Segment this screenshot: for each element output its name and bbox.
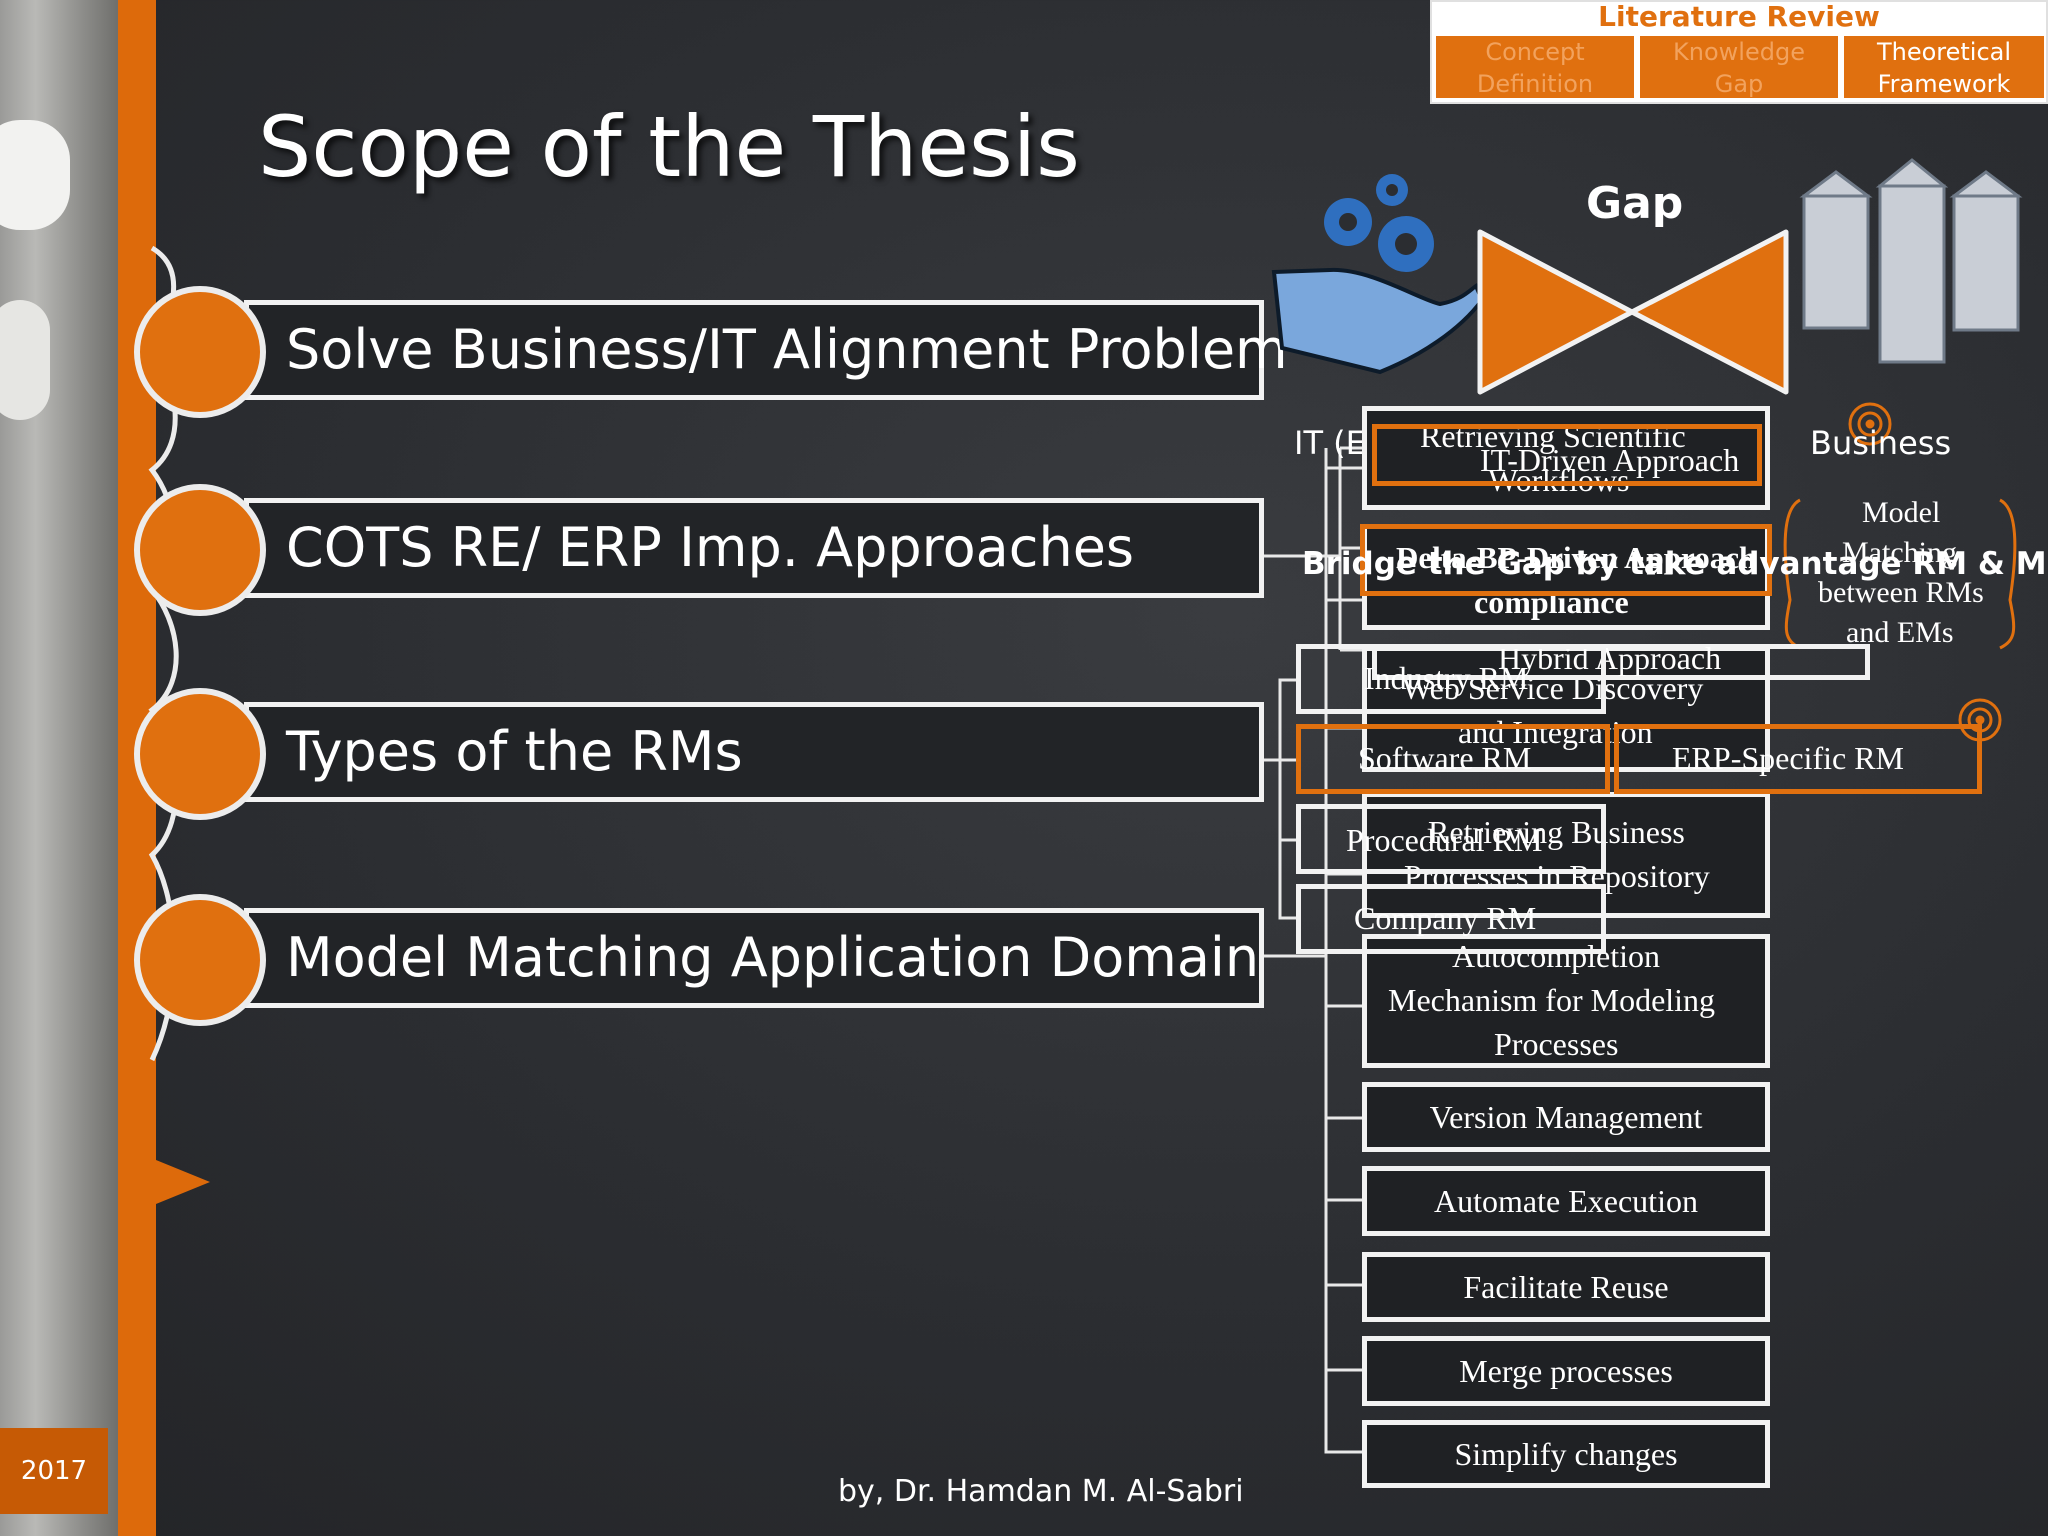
approach-label-delta: Delta-BP-Driven Approach	[1396, 540, 1757, 575]
rm-label-company: Company RM	[1354, 900, 1537, 936]
gap-label: Gap	[1586, 178, 1684, 229]
tab-label-line: Concept	[1485, 38, 1585, 66]
rm-box-procedural	[1296, 804, 1606, 874]
model-matching-text: Model	[1862, 496, 1941, 529]
domain-text: compliance	[1474, 584, 1629, 620]
rm-label-erp-specific: ERP-Specific RM	[1672, 740, 1904, 776]
gap-bowtie-icon	[1477, 229, 1789, 395]
scope-item-bullet	[134, 286, 266, 418]
domain-text: Mechanism for Modeling	[1388, 982, 1716, 1018]
accent-bar-pointer	[156, 1160, 210, 1204]
approach-box-it-driven	[1372, 424, 1762, 486]
tab-label-line: Gap	[1714, 70, 1764, 98]
tab-concept-definition[interactable]: Concept Definition	[1436, 36, 1634, 98]
domain-box-retrieving-business	[1362, 792, 1770, 918]
slide-title: Scope of the Thesis	[258, 98, 1080, 196]
rm-box-industry	[1296, 644, 1606, 714]
tab-label-line: Knowledge	[1673, 38, 1805, 66]
model-matching-text: Matching	[1842, 536, 1957, 569]
rm-label-software: Software RM	[1358, 740, 1532, 776]
domain-text: Autocompletion	[1452, 938, 1660, 974]
tab-label-line: Theoretical	[1876, 38, 2012, 66]
left-decorative-photo	[0, 0, 118, 1536]
rm-box-erp-specific	[1614, 724, 1982, 794]
hand-icon	[1271, 267, 1485, 375]
business-label: Business	[1810, 424, 1952, 462]
domain-box-facilitate-reuse: Facilitate Reuse	[1362, 1252, 1770, 1322]
domain-text: Processes	[1494, 1026, 1619, 1062]
approach-box-hybrid	[1372, 644, 1870, 680]
domain-box-autocompletion	[1362, 934, 1770, 1068]
domain-text: Retrieving Business	[1428, 814, 1685, 850]
scope-item-bullet	[134, 484, 266, 616]
year-label: 2017	[0, 1428, 108, 1514]
scope-item-label: Types of the RMs	[286, 720, 743, 783]
tab-knowledge-gap[interactable]: Knowledge Gap	[1640, 36, 1838, 98]
literature-review-title: Literature Review	[1598, 0, 1880, 33]
scope-item-label: Model Matching Application Domain	[286, 926, 1260, 989]
model-matching-brace	[1783, 498, 2017, 650]
rm-label-industry: Industry RM	[1364, 660, 1529, 696]
domain-text: Workflows	[1488, 462, 1630, 498]
scope-item-label: Solve Business/IT Alignment Problem	[286, 318, 1288, 381]
rm-label-procedural: Procedural RM	[1346, 822, 1543, 858]
scope-item-box	[244, 908, 1264, 1008]
model-matching-text: and EMs	[1846, 616, 1954, 649]
gears-icon	[1324, 174, 1434, 272]
rm-box-company	[1296, 884, 1606, 954]
approach-box-delta	[1360, 524, 1772, 596]
author-footer: by, Dr. Hamdan M. Al-Sabri	[838, 1474, 1244, 1509]
paper-graphic	[0, 300, 50, 420]
scope-item-label: COTS RE/ ERP Imp. Approaches	[286, 516, 1135, 579]
connector-lines	[1264, 446, 1362, 1454]
scope-item-box	[244, 300, 1264, 400]
model-matching-text: between RMs	[1818, 576, 1984, 609]
approach-label-it-driven: IT-Driven Approach	[1480, 442, 1740, 478]
domain-box-simplify-changes: Simplify changes	[1362, 1420, 1770, 1488]
question-mark-graphic	[0, 120, 70, 230]
tab-label-line: Framework	[1877, 70, 2011, 98]
scope-item-box	[244, 498, 1264, 598]
bridge-gap-label: Bridge the Gap by take advantage RM & MM	[1302, 546, 2048, 582]
domain-box-retrieving-scientific	[1362, 406, 1770, 510]
scope-item-bullet	[134, 894, 266, 1026]
buildings-icon	[1799, 158, 2023, 364]
domain-text: and Integration	[1458, 714, 1653, 750]
domain-box-automate-execution: Automate Execution	[1362, 1166, 1770, 1236]
tab-label-line: Definition	[1476, 70, 1594, 98]
domain-box-merge-processes: Merge processes	[1362, 1336, 1770, 1406]
tab-theoretical-framework[interactable]: Theoretical Framework	[1844, 36, 2044, 98]
scope-item-bullet	[134, 688, 266, 820]
rm-box-software	[1296, 724, 1610, 794]
domain-box-version-management: Version Management	[1362, 1082, 1770, 1152]
scope-item-box	[244, 702, 1264, 802]
